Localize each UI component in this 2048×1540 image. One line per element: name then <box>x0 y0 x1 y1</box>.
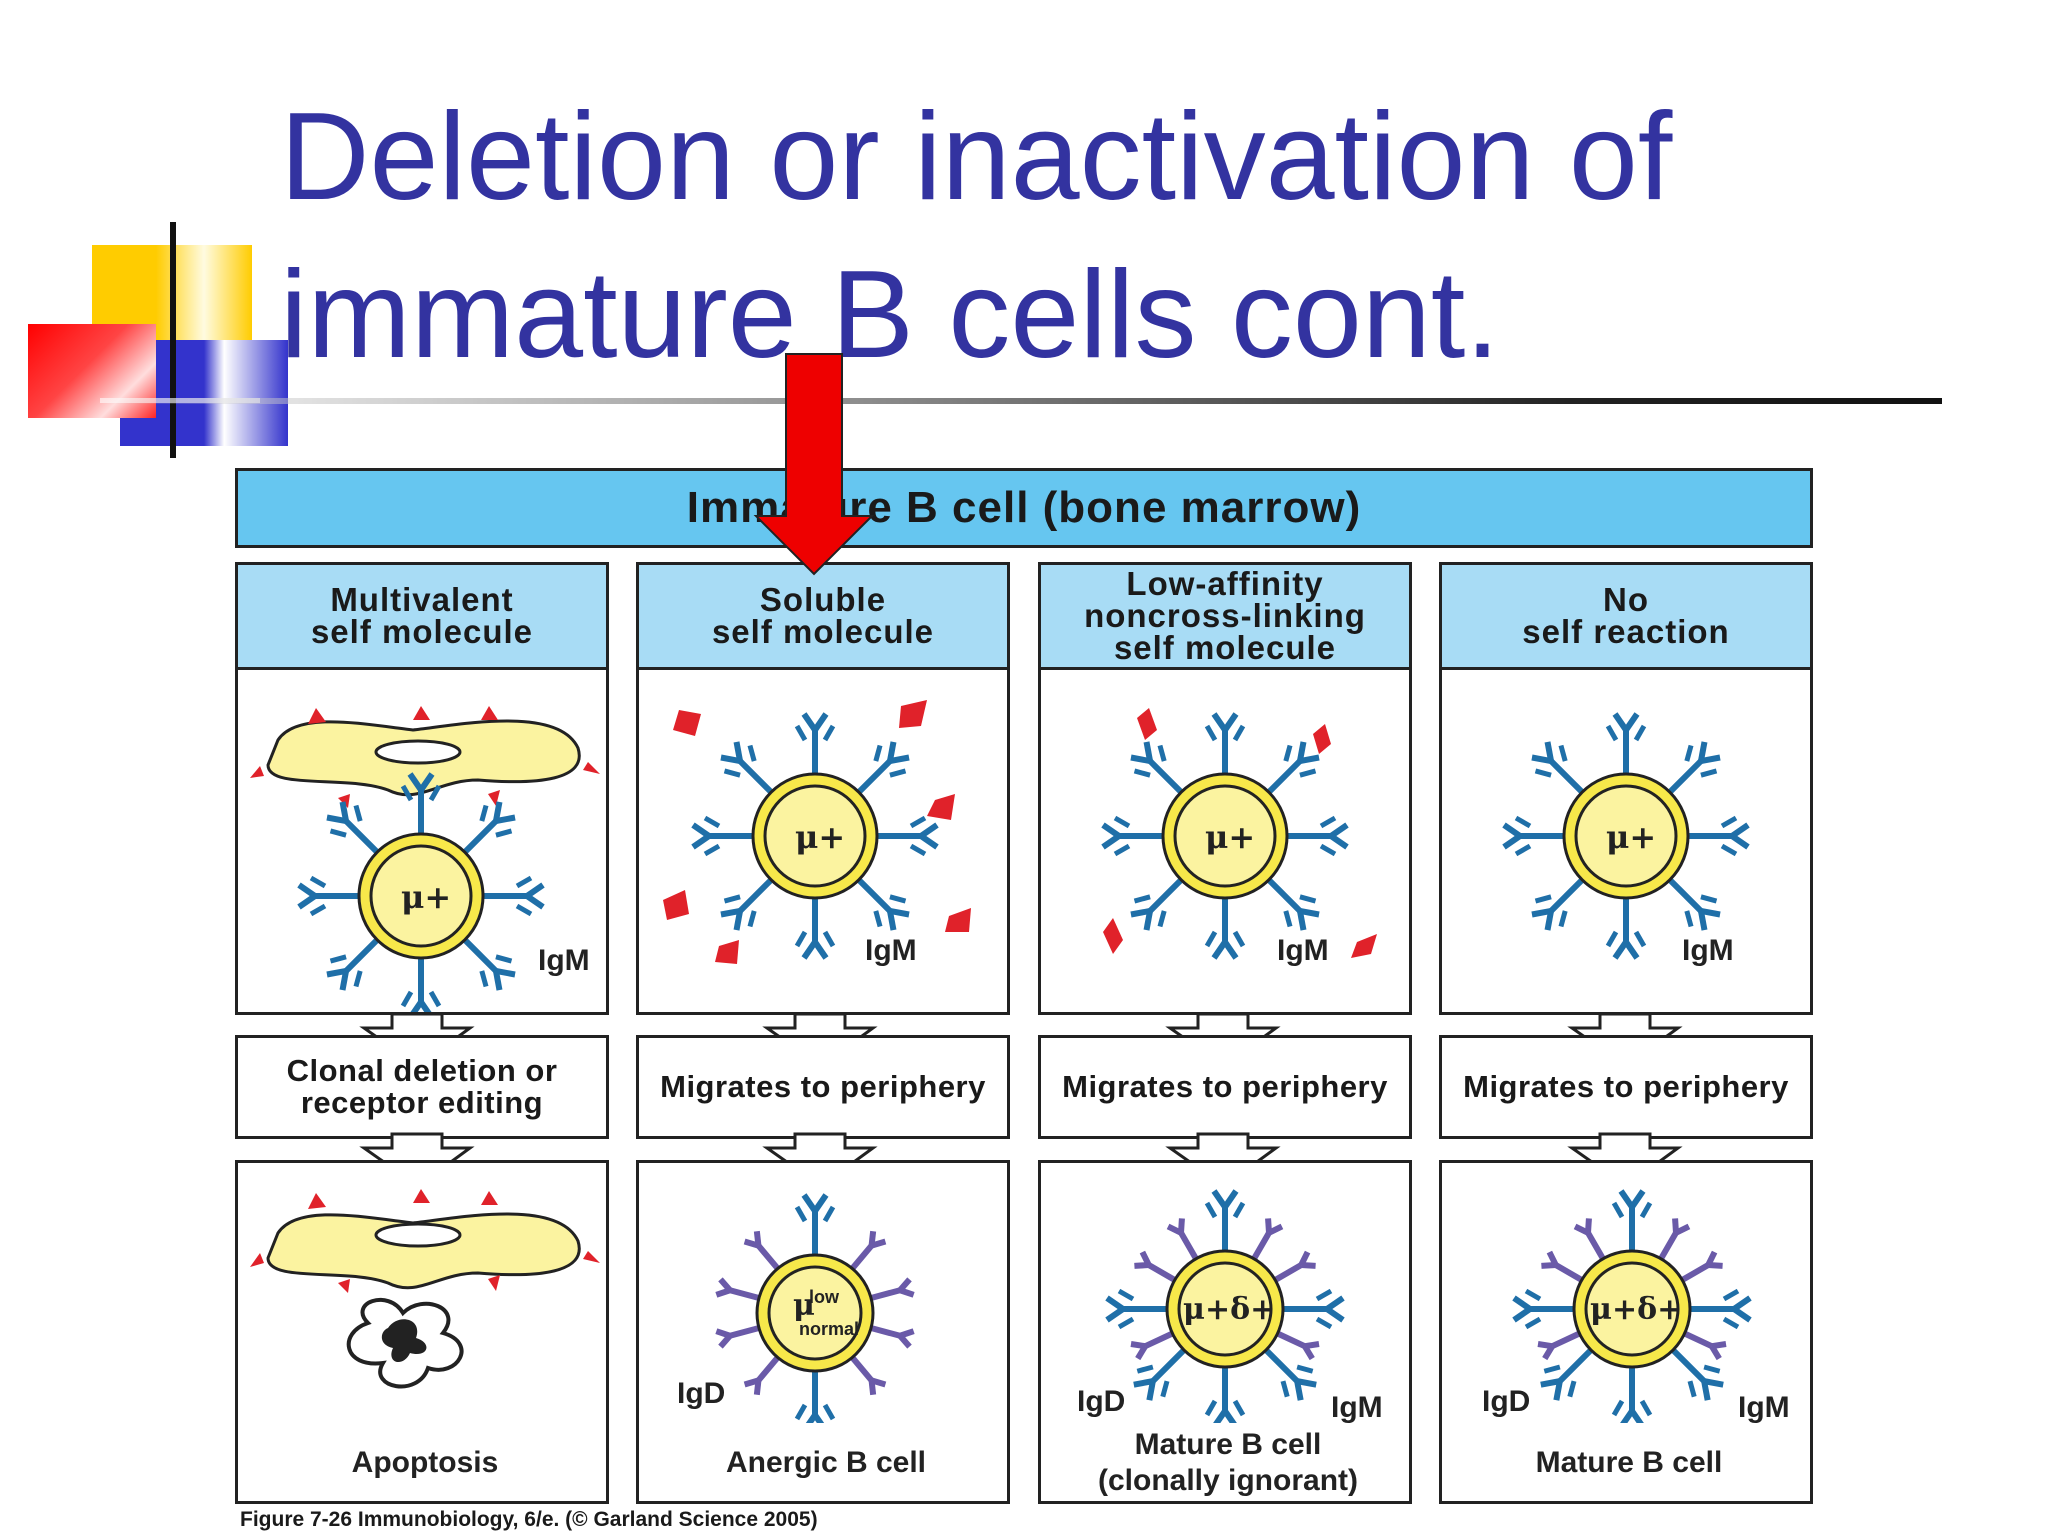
mature-ignorant-cell-diagram: μ+δ+ IgD IgM <box>1077 1163 1383 1423</box>
marker-mu-delta: μ+δ+ <box>1183 1292 1275 1327</box>
column-heading-no-reaction: No self reaction <box>1439 562 1813 670</box>
marker-low: low <box>809 1287 840 1307</box>
igd-label: IgD <box>1482 1385 1530 1418</box>
multivalent-cell-diagram: μ+ IgM <box>250 706 600 1012</box>
figure-header: Immature B cell (bone marrow) <box>235 468 1813 548</box>
step-clonal-deletion: Clonal deletion or receptor editing <box>235 1035 609 1139</box>
step-migrates-no-reaction: Migrates to periphery <box>1439 1035 1813 1139</box>
igd-label: IgD <box>677 1377 725 1410</box>
figure-caption: Figure 7-26 Immunobiology, 6/e. (© Garla… <box>240 1508 818 1531</box>
outcome-anergic: Anergic B cell <box>725 1446 927 1479</box>
igm-label: IgM <box>1331 1391 1383 1423</box>
no-reaction-cell-diagram: μ+ IgM <box>1442 670 1810 967</box>
column-heading-multivalent: Multivalent self molecule <box>235 562 609 670</box>
bottom-panel-mature: μ+δ+ IgD IgM Mature B cell <box>1439 1160 1813 1504</box>
igm-label: IgM <box>1277 934 1329 967</box>
marker-normal: normal <box>799 1319 859 1339</box>
decor-vertical-line <box>170 222 176 458</box>
figure: Immature B cell (bone marrow) Multivalen… <box>230 460 1830 1540</box>
mature-cell-diagram: μ+δ+ IgD IgM <box>1482 1163 1790 1423</box>
column-heading-soluble: Soluble self molecule <box>636 562 1010 670</box>
step-migrates-soluble: Migrates to periphery <box>636 1035 1010 1139</box>
outcome-apoptosis: Apoptosis <box>351 1446 499 1479</box>
igm-label: IgM <box>1682 934 1734 967</box>
bottom-panel-anergic: μ low normal IgD Anergic B cell <box>636 1160 1010 1504</box>
bottom-panel-apoptosis: Apoptosis <box>235 1160 609 1504</box>
marker-mu-delta: μ+δ+ <box>1590 1292 1682 1327</box>
low-affinity-cell-diagram: μ+ IgM <box>1041 708 1377 967</box>
red-arrow-icon <box>753 353 875 576</box>
bottom-panel-clonally-ignorant: μ+δ+ IgD IgM Mature B cell (clonally ign… <box>1038 1160 1412 1504</box>
cell-marker: μ+ <box>1205 818 1255 856</box>
apoptosis-diagram <box>250 1189 600 1389</box>
top-panel-low-affinity: μ+ IgM <box>1038 667 1412 1015</box>
column-heading-low-affinity: Low-affinity noncross-linking self molec… <box>1038 562 1412 670</box>
top-panel-no-reaction: μ+ IgM <box>1439 667 1813 1015</box>
igm-label: IgM <box>865 934 917 967</box>
step-migrates-low-affinity: Migrates to periphery <box>1038 1035 1412 1139</box>
marker-mu: μ <box>793 1288 815 1323</box>
cell-marker: μ+ <box>401 878 451 916</box>
igm-label: IgM <box>1738 1391 1790 1423</box>
cell-marker: μ+ <box>795 818 845 856</box>
outcome-clonally-ignorant: Mature B cell (clonally ignorant) <box>1097 1428 1358 1497</box>
cell-marker: μ+ <box>1606 818 1656 856</box>
igd-label: IgD <box>1077 1385 1125 1418</box>
top-panel-soluble: μ+ IgM <box>636 667 1010 1015</box>
anergic-cell-diagram: μ low normal IgD <box>677 1163 1007 1423</box>
slide-title: Deletion or inactivation of immature B c… <box>280 88 1673 384</box>
title-underline <box>100 398 1942 404</box>
outcome-mature: Mature B cell <box>1535 1446 1723 1479</box>
soluble-cell-diagram: μ+ IgM <box>663 700 971 967</box>
igm-label: IgM <box>538 944 590 977</box>
top-panel-multivalent: μ+ IgM <box>235 667 609 1015</box>
